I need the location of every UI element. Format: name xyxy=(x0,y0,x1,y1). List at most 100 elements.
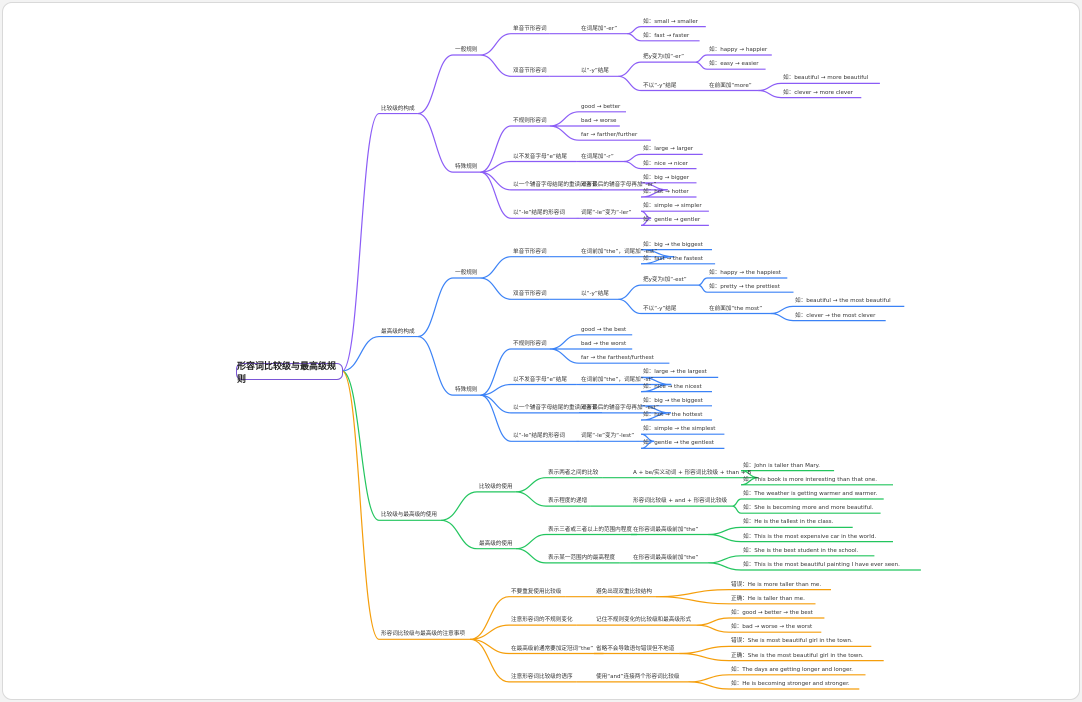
topic-node[interactable]: 在前面加“the most” xyxy=(709,305,763,312)
topic-node[interactable]: 把y变为i加“-er” xyxy=(643,54,685,61)
topic-node[interactable]: 以“-le”结尾的形容词 xyxy=(513,433,565,440)
leaf-node[interactable]: bad → worse xyxy=(581,118,617,124)
leaf-node[interactable]: good → the best xyxy=(581,326,627,333)
topic-node[interactable]: 在词尾加“-er” xyxy=(581,25,618,32)
topic-node[interactable]: 注意形容词比较级的语序 xyxy=(511,673,573,680)
topic-node[interactable]: 比较级与最高级的使用 xyxy=(381,512,437,519)
topic-node[interactable]: 双写最后的辅音字母再加“-er” xyxy=(581,181,657,188)
leaf-node[interactable]: far → farther/further xyxy=(581,132,638,139)
topic-node[interactable]: 记住不规则变化的比较级和最高级形式 xyxy=(596,617,692,624)
topic-node[interactable]: 双音节形容词 xyxy=(513,68,547,75)
topic-node[interactable]: 单音节形容词 xyxy=(513,25,547,32)
leaf-node[interactable]: 如：hot → hotter xyxy=(643,189,689,195)
leaf-node[interactable]: 如：hot → the hottest xyxy=(643,412,703,418)
leaf-node[interactable]: 如：big → bigger xyxy=(643,174,690,181)
topic-node[interactable]: 特殊规则 xyxy=(455,387,478,394)
leaf-node[interactable]: 如：beautiful → the most beautiful xyxy=(795,298,891,305)
leaf-node[interactable]: 如：clever → the most clever xyxy=(795,312,876,319)
leaf-node[interactable]: bad → the worst xyxy=(581,341,627,347)
leaf-node[interactable]: 如：nice → nicer xyxy=(643,160,688,167)
leaf-node[interactable]: 错误：He is more taller than me. xyxy=(731,581,822,588)
topic-node[interactable]: 使用“and”连接两个形容词比较级 xyxy=(596,673,680,680)
leaf-node[interactable]: 如：She is the best student in the school. xyxy=(743,547,859,554)
topic-node[interactable]: 形容词比较级与最高级的注意事项 xyxy=(381,631,465,638)
topic-node[interactable]: 比较级的构成 xyxy=(381,105,415,112)
topic-node[interactable]: 表示三者或三者以上的范围内程度 xyxy=(548,526,632,533)
topic-node[interactable]: 以“-y”结尾 xyxy=(581,291,609,298)
topic-node[interactable]: 以一个辅音字母结尾的重读闭音节 xyxy=(513,181,597,188)
leaf-node[interactable]: 如：simple → the simplest xyxy=(643,426,716,433)
topic-node[interactable]: 以“-le”结尾的形容词 xyxy=(513,210,565,217)
leaf-node[interactable]: 如：big → the biggest xyxy=(643,397,703,404)
leaf-node[interactable]: 如：small → smaller xyxy=(643,18,698,25)
leaf-node[interactable]: 如：gentle → the gentlest xyxy=(643,440,714,447)
leaf-node[interactable]: 如：large → larger xyxy=(643,146,694,153)
topic-node[interactable]: 单音节形容词 xyxy=(513,248,547,255)
leaf-node[interactable]: 如：easy → easier xyxy=(709,61,759,68)
leaf-node[interactable]: 如：pretty → the prettiest xyxy=(709,284,780,291)
leaf-node[interactable]: 如：He is the tallest in the class. xyxy=(743,519,834,526)
topic-node[interactable]: 比较级的使用 xyxy=(479,483,513,490)
topic-node[interactable]: 以不发音字母“e”结尾 xyxy=(513,153,567,160)
leaf-node[interactable]: 如：She is becoming more and more beautifu… xyxy=(743,505,874,512)
topic-node[interactable]: 在前面加“more” xyxy=(709,82,752,89)
leaf-node[interactable]: far → the farthest/furthest xyxy=(581,355,654,362)
leaf-node[interactable]: 如：big → the biggest xyxy=(643,241,703,248)
topic-node[interactable]: 以一个辅音字母结尾的重读闭音节 xyxy=(513,404,597,411)
topic-node[interactable]: 最高级的使用 xyxy=(479,540,513,547)
leaf-node[interactable]: 如：fast → the fastest xyxy=(643,255,703,262)
topic-node[interactable]: 双写最后的辅音字母再加“-est” xyxy=(581,404,659,411)
topic-node[interactable]: 形容词比较级 + and + 形容词比较级 xyxy=(633,498,728,505)
topic-node[interactable]: 在词前加“the”，词尾加“-est” xyxy=(581,248,658,255)
leaf-node[interactable]: 如：John is taller than Mary. xyxy=(743,462,820,469)
leaf-node[interactable]: 如：happy → the happiest xyxy=(709,270,781,276)
topic-node[interactable]: 不以“-y”结尾 xyxy=(643,82,677,89)
leaf-node[interactable]: good → better xyxy=(581,103,621,110)
root-node[interactable]: 形容词比较级与最高级规则 xyxy=(236,362,343,385)
topic-node[interactable]: 一般规则 xyxy=(455,47,478,53)
topic-node[interactable]: 以不发音字母“e”结尾 xyxy=(513,376,567,383)
leaf-node[interactable]: 如：The days are getting longer and longer… xyxy=(731,666,853,673)
topic-node[interactable]: 词尾“-le”变为“-ler” xyxy=(581,210,632,217)
topic-node[interactable]: 以“-y”结尾 xyxy=(581,68,609,75)
leaf-node[interactable]: 如：nice → the nicest xyxy=(643,383,702,390)
topic-node[interactable]: 不要重复使用比较级 xyxy=(511,588,562,595)
leaf-node[interactable]: 如：This book is more interesting than tha… xyxy=(743,476,878,483)
topic-node[interactable]: 避免出现双重比较结构 xyxy=(596,588,652,595)
topic-node[interactable]: 在形容词最高级前加“the” xyxy=(633,554,699,561)
leaf-node[interactable]: 正确：He is taller than me. xyxy=(731,595,805,602)
topic-node[interactable]: A + be/实义动词 + 形容词比较级 + than + B xyxy=(633,469,752,476)
topic-node[interactable]: 省略不会导致语句错误但不地道 xyxy=(596,645,675,652)
leaf-node[interactable]: 如：The weather is getting warmer and warm… xyxy=(743,491,878,497)
topic-node[interactable]: 在词尾加“-r” xyxy=(581,153,614,160)
topic-node[interactable]: 一般规则 xyxy=(455,270,478,276)
topic-node[interactable]: 表示程度的递增 xyxy=(548,498,588,505)
topic-node[interactable]: 词尾“-le”变为“-lest” xyxy=(581,433,635,440)
leaf-node[interactable]: 如：good → better → the best xyxy=(731,610,813,616)
leaf-node[interactable]: 如：happy → happier xyxy=(709,47,768,53)
leaf-node[interactable]: 如：simple → simpler xyxy=(643,203,702,210)
leaf-node[interactable]: 如：fast → faster xyxy=(643,32,690,39)
topic-node[interactable]: 不规则形容词 xyxy=(513,341,547,347)
topic-node[interactable]: 特殊规则 xyxy=(455,164,478,171)
leaf-node[interactable]: 如：This is the most expensive car in the … xyxy=(743,533,877,540)
topic-node[interactable]: 不以“-y”结尾 xyxy=(643,305,677,312)
leaf-node[interactable]: 如：gentle → gentler xyxy=(643,217,701,224)
topic-node[interactable]: 不规则形容词 xyxy=(513,118,547,124)
topic-node[interactable]: 把y变为i加“-est” xyxy=(643,277,687,284)
topic-node[interactable]: 最高级的构成 xyxy=(381,328,415,335)
leaf-node[interactable]: 如：bad → worse → the worst xyxy=(731,624,813,631)
topic-node[interactable]: 在形容词最高级前加“the” xyxy=(633,526,699,533)
topic-node[interactable]: 表示两者之间的比较 xyxy=(548,469,599,476)
leaf-node[interactable]: 如：This is the most beautiful painting I … xyxy=(743,562,900,568)
leaf-node[interactable]: 如：He is becoming stronger and stronger. xyxy=(731,681,850,687)
topic-node[interactable]: 在最高级前通常要加定冠词“the” xyxy=(511,645,594,652)
leaf-node[interactable]: 如：clever → more clever xyxy=(783,89,853,96)
leaf-node[interactable]: 错误：She is most beautiful girl in the tow… xyxy=(731,638,853,645)
leaf-node[interactable]: 如：large → the largest xyxy=(643,369,707,376)
leaf-node[interactable]: 如：beautiful → more beautiful xyxy=(783,75,869,82)
topic-node[interactable]: 在词前加“the”，词尾加“-st” xyxy=(581,376,654,383)
topic-node[interactable]: 双音节形容词 xyxy=(513,291,547,298)
topic-node[interactable]: 表示某一范围内的最高程度 xyxy=(548,554,616,561)
topic-node[interactable]: 注意形容词的不规则变化 xyxy=(511,617,573,624)
